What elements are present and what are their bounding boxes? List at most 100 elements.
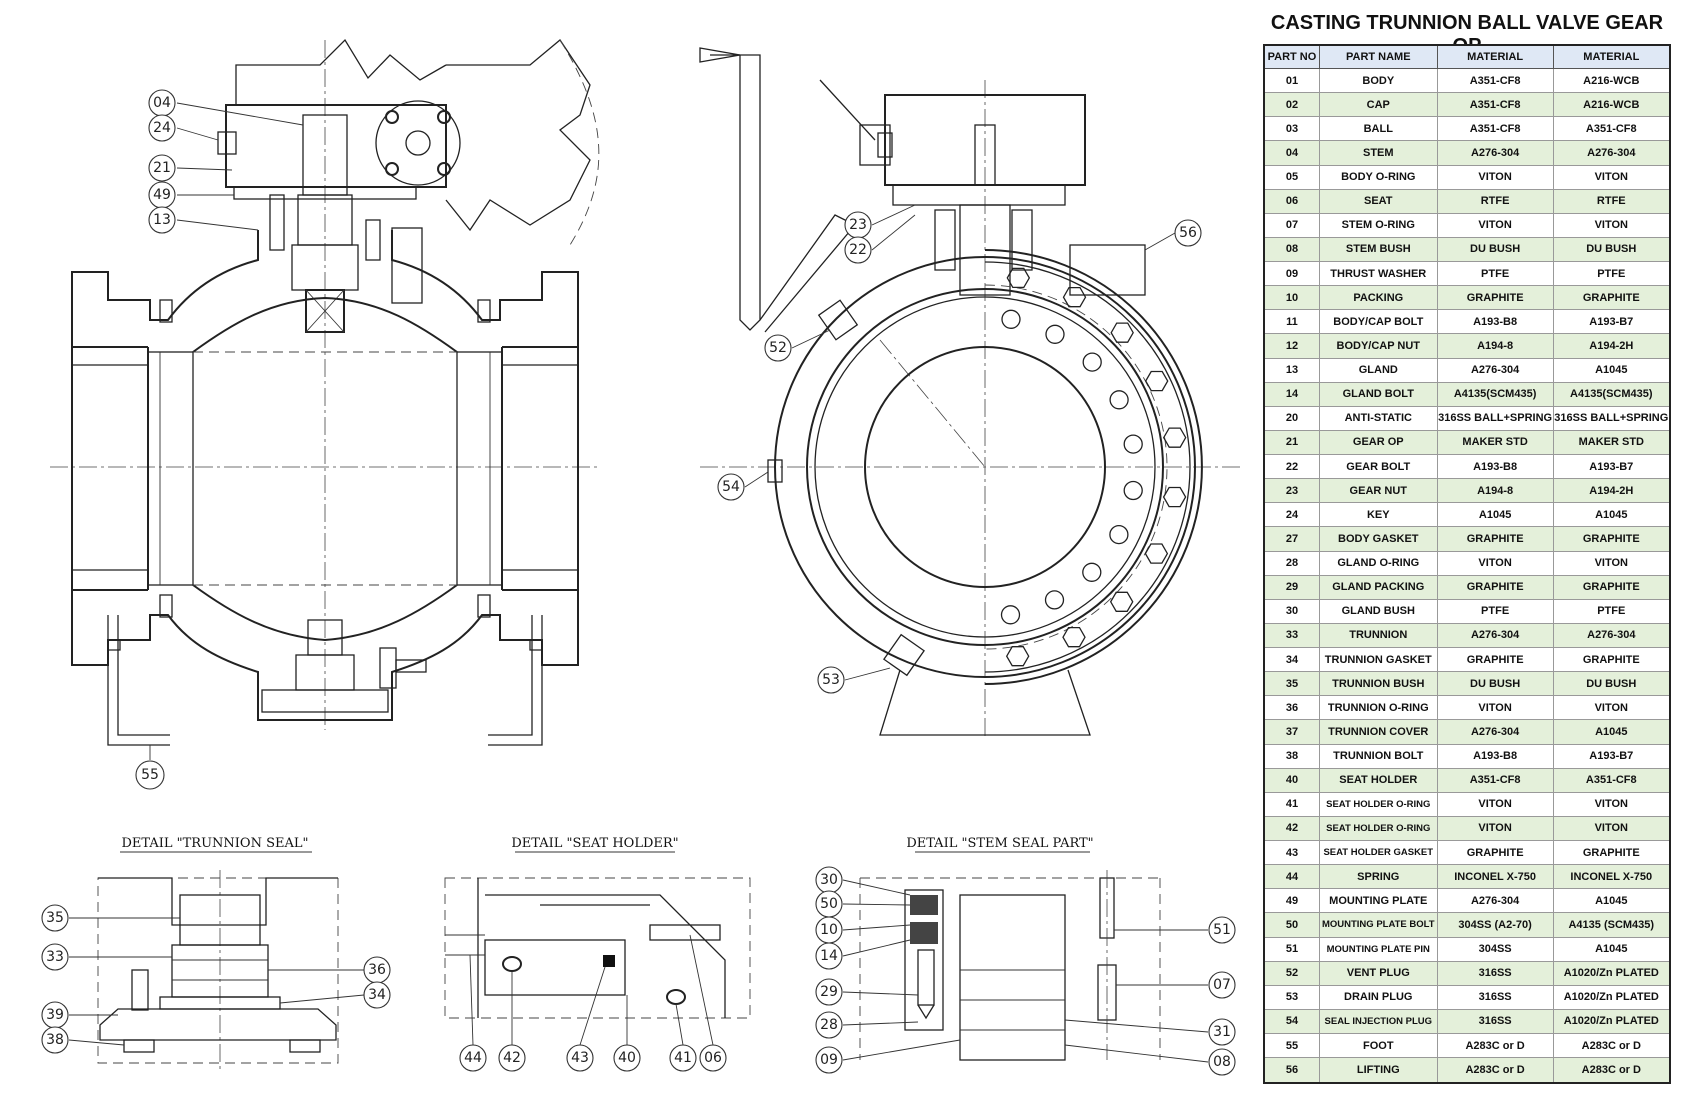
svg-text:28: 28 <box>820 1017 838 1033</box>
material-2-cell: A351-CF8 <box>1552 116 1671 142</box>
balloon-24: 24 <box>148 114 176 142</box>
svg-text:41: 41 <box>674 1050 692 1066</box>
balloon-54: 54 <box>717 473 745 501</box>
part-no-cell: 23 <box>1263 478 1320 504</box>
material-1-cell: A193-B8 <box>1436 743 1554 769</box>
flange-nut <box>1109 591 1134 612</box>
bom-header-row: PART NO PART NAME MATERIAL MATERIAL <box>1263 44 1671 69</box>
balloon-30: 30 <box>815 866 843 894</box>
detail-trunnion-seal: DETAIL "TRUNNION SEAL" <box>97 836 339 1070</box>
material-1-cell: A351-CF8 <box>1436 116 1554 142</box>
material-2-cell: A351-CF8 <box>1552 767 1671 793</box>
balloon-42: 42 <box>498 1044 526 1072</box>
svg-text:14: 14 <box>820 948 838 964</box>
part-name-cell: GEAR OP <box>1318 429 1438 456</box>
balloon-34: 34 <box>363 981 391 1009</box>
part-name-cell: GEAR NUT <box>1318 478 1438 504</box>
flange-nut <box>1144 543 1169 564</box>
part-no-cell: 11 <box>1263 309 1320 335</box>
balloon-55: 55 <box>135 760 165 790</box>
material-2-cell: A216-WCB <box>1552 67 1671 94</box>
part-name-cell: SEAT HOLDER <box>1318 767 1438 793</box>
balloon-40: 40 <box>613 1044 641 1072</box>
svg-text:35: 35 <box>46 910 64 926</box>
part-no-cell: 35 <box>1263 671 1320 697</box>
material-2-cell: GRAPHITE <box>1552 526 1671 552</box>
part-no-cell: 49 <box>1263 888 1320 914</box>
part-no-cell: 40 <box>1263 767 1320 793</box>
part-name-cell: GLAND BUSH <box>1318 598 1438 624</box>
material-2-cell: PTFE <box>1552 598 1671 624</box>
part-no-cell: 41 <box>1263 791 1320 817</box>
part-no-cell: 52 <box>1263 960 1320 986</box>
balloon-29: 29 <box>815 978 843 1006</box>
svg-text:04: 04 <box>153 95 171 111</box>
balloon-39: 39 <box>41 1001 69 1029</box>
material-1-cell: 316SS <box>1436 1008 1554 1035</box>
part-name-cell: GEAR BOLT <box>1318 453 1438 480</box>
part-no-cell: 44 <box>1263 864 1320 890</box>
material-2-cell: A1020/Zn PLATED <box>1552 1008 1671 1035</box>
material-1-cell: RTFE <box>1436 188 1554 214</box>
balloon-10: 10 <box>815 916 843 944</box>
balloon-28: 28 <box>815 1011 843 1039</box>
material-2-cell: A193-B7 <box>1552 453 1671 480</box>
part-no-cell: 05 <box>1263 164 1320 190</box>
part-name-cell: TRUNNION GASKET <box>1318 646 1438 673</box>
material-1-cell: GRAPHITE <box>1436 285 1554 311</box>
material-2-cell: A1045 <box>1552 719 1671 745</box>
side-view-balloons: 23 22 56 52 54 53 <box>717 204 1202 694</box>
part-no-cell: 54 <box>1263 1008 1320 1035</box>
balloon-52: 52 <box>764 334 792 362</box>
material-2-cell: A4135(SCM435) <box>1552 381 1671 407</box>
bom-header-part-no: PART NO <box>1263 44 1320 69</box>
material-1-cell: A276-304 <box>1436 622 1554 649</box>
part-name-cell: LIFTING <box>1318 1057 1438 1084</box>
part-no-cell: 33 <box>1263 622 1320 649</box>
part-name-cell: PACKING <box>1318 285 1438 311</box>
balloon-31: 31 <box>1208 1018 1236 1046</box>
flange-nut <box>1062 286 1087 308</box>
material-1-cell: DU BUSH <box>1436 671 1554 697</box>
balloon-22: 22 <box>844 236 872 264</box>
material-1-cell: GRAPHITE <box>1436 646 1554 673</box>
balloon-49: 49 <box>148 181 176 209</box>
material-2-cell: PTFE <box>1552 260 1671 287</box>
balloon-50: 50 <box>815 890 843 918</box>
part-no-cell: 04 <box>1263 140 1320 166</box>
material-1-cell: A283C or D <box>1436 1032 1554 1059</box>
flange-nut <box>1110 322 1134 343</box>
part-name-cell: SEAT <box>1318 188 1438 214</box>
part-no-cell: 10 <box>1263 285 1320 311</box>
balloon-04: 04 <box>148 89 176 117</box>
material-2-cell: A283C or D <box>1552 1057 1671 1084</box>
flange-bolt-hole <box>1082 352 1102 372</box>
part-no-cell: 22 <box>1263 453 1320 480</box>
svg-text:07: 07 <box>1213 977 1231 993</box>
svg-text:10: 10 <box>820 922 838 938</box>
svg-text:21: 21 <box>153 160 171 176</box>
material-2-cell: A4135 (SCM435) <box>1552 912 1671 938</box>
svg-text:39: 39 <box>46 1007 64 1023</box>
material-2-cell: A1045 <box>1552 888 1671 914</box>
svg-text:08: 08 <box>1213 1054 1231 1070</box>
material-2-cell: GRAPHITE <box>1552 285 1671 311</box>
material-2-cell: A194-2H <box>1552 478 1671 504</box>
part-no-cell: 42 <box>1263 815 1320 842</box>
part-no-cell: 36 <box>1263 695 1320 721</box>
material-1-cell: A351-CF8 <box>1436 92 1554 118</box>
bom-header-part-name: PART NAME <box>1318 44 1438 69</box>
